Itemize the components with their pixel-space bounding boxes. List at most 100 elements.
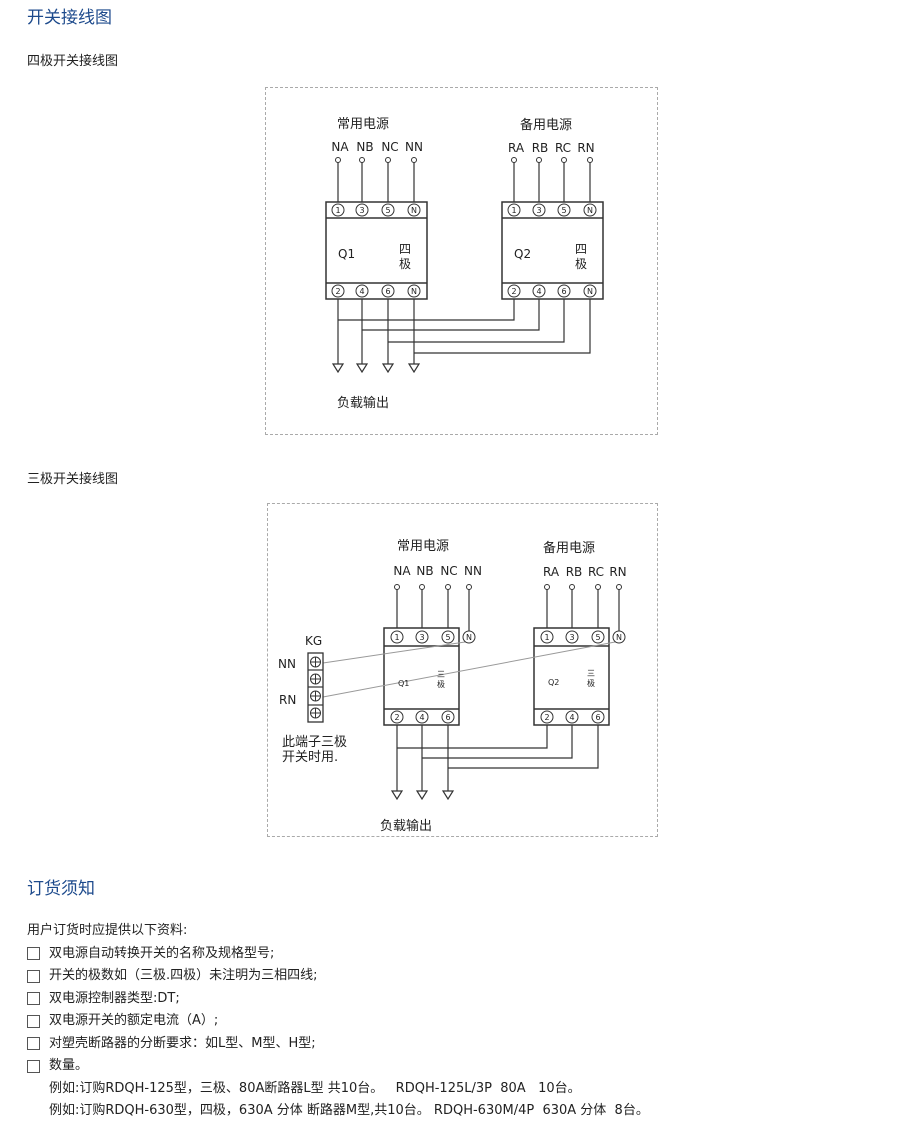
normal-source-label: 常用电源 — [397, 539, 449, 554]
pole-label: 四 — [399, 242, 411, 256]
four-pole-title: 四极开关接线图 — [27, 54, 119, 69]
checkbox[interactable] — [27, 1014, 40, 1028]
example-line: 例如:订购RDQH-125型，三极、80A断路器L型 共10台。 RDQH-12… — [49, 1080, 581, 1096]
phase-label: RN — [577, 141, 594, 155]
terminal-number: 2 — [394, 713, 399, 722]
checkbox[interactable] — [27, 947, 40, 961]
pole-label: 极 — [399, 257, 411, 271]
list-item-text: 双电源开关的额定电流（A）; — [49, 1013, 219, 1028]
phase-label: NB — [356, 140, 373, 154]
backup-source-label: 备用电源 — [520, 117, 572, 133]
terminal-note: 开关时用. — [282, 750, 338, 765]
section-title-wiring: 开关接线图 — [27, 8, 112, 28]
phase-label: NC — [440, 564, 457, 578]
terminal-number: 1 — [335, 206, 340, 215]
terminal-number: N — [411, 206, 417, 215]
phase-label: RB — [566, 565, 583, 579]
terminal-number: 6 — [385, 287, 390, 296]
list-item: 对塑壳断路器的分断要求：如L型、M型、H型; — [27, 1033, 649, 1056]
terminal-number: 1 — [511, 206, 516, 215]
checkbox[interactable] — [27, 992, 40, 1006]
three-pole-title: 三极开关接线图 — [27, 472, 119, 487]
terminal-number: 3 — [419, 633, 424, 642]
list-item: 双电源控制器类型:DT; — [27, 988, 649, 1011]
checkbox[interactable] — [27, 1059, 40, 1073]
phase-label: RA — [543, 565, 560, 579]
q1-label: Q1 — [398, 679, 409, 688]
pole-label: 三 — [587, 669, 595, 678]
q1-label: Q1 — [338, 247, 355, 261]
load-output-label: 负载输出 — [337, 395, 389, 411]
phase-label: NN — [464, 564, 482, 578]
terminal-number: 5 — [561, 206, 566, 215]
pole-label: 三 — [437, 670, 445, 679]
terminal-number: 2 — [335, 287, 340, 296]
terminal-number: 4 — [536, 287, 541, 296]
rn-label: RN — [279, 693, 296, 707]
four-pole-wires — [325, 157, 604, 374]
terminal-number: N — [411, 287, 417, 296]
q2-label: Q2 — [514, 247, 531, 261]
three-pole-diagram-frame — [267, 503, 658, 837]
terminal-number: N — [616, 633, 622, 642]
terminal-number: 4 — [569, 713, 574, 722]
three-pole-labels: 常用电源 备用电源 NA NB NC NN RA RB RC RN 1 3 5 … — [278, 539, 627, 834]
terminal-number: 5 — [595, 633, 600, 642]
list-item-text: 开关的极数如（三极.四极）未注明为三相四线; — [49, 968, 318, 983]
ordering-intro: 用户订货时应提供以下资料: — [27, 923, 188, 938]
checkbox[interactable] — [27, 1037, 40, 1051]
q2-label: Q2 — [548, 678, 559, 687]
phase-label: NA — [393, 564, 411, 578]
terminal-number: N — [587, 287, 593, 296]
phase-label: RA — [508, 141, 525, 155]
phase-label: NC — [381, 140, 398, 154]
example-line: 例如:订购RDQH-630型，四极，630A 分体 断路器M型,共10台。 RD… — [49, 1103, 649, 1118]
list-item-text: 双电源自动转换开关的名称及规格型号; — [49, 945, 275, 961]
four-pole-labels: 常用电源 备用电源 NA NB NC NN RA RB RC RN 1 3 5 … — [331, 117, 594, 411]
load-output-label: 负载输出 — [380, 818, 432, 834]
terminal-number: N — [587, 206, 593, 215]
pole-label: 极 — [575, 257, 587, 271]
terminal-number: 6 — [595, 713, 600, 722]
list-item: 双电源自动转换开关的名称及规格型号; — [27, 943, 649, 966]
phase-label: RB — [532, 141, 549, 155]
list-item-text: 双电源控制器类型:DT; — [49, 990, 180, 1006]
list-item: 数量。 — [27, 1055, 649, 1078]
ordering-list: 用户订货时应提供以下资料: 双电源自动转换开关的名称及规格型号; 开关的极数如（… — [27, 920, 649, 1123]
three-pole-wires — [307, 584, 626, 801]
terminal-number: 6 — [561, 287, 566, 296]
terminal-number: 4 — [419, 713, 424, 722]
terminal-number: 1 — [394, 633, 399, 642]
phase-label: NN — [405, 140, 423, 154]
backup-source-label: 备用电源 — [543, 540, 595, 556]
normal-source-label: 常用电源 — [337, 117, 389, 132]
terminal-number: 5 — [385, 206, 390, 215]
phase-label: RC — [588, 565, 604, 579]
checkbox[interactable] — [27, 969, 40, 983]
list-item: 开关的极数如（三极.四极）未注明为三相四线; — [27, 965, 649, 988]
terminal-number: N — [466, 633, 472, 642]
kg-label: KG — [305, 634, 322, 648]
terminal-number: 1 — [544, 633, 549, 642]
terminal-number: 3 — [536, 206, 541, 215]
pole-label: 极 — [587, 678, 595, 688]
pole-label: 四 — [575, 242, 587, 256]
terminal-number: 2 — [544, 713, 549, 722]
phase-label: NA — [331, 140, 349, 154]
terminal-note: 此端子三极 — [282, 735, 347, 750]
pole-label: 极 — [437, 679, 445, 689]
terminal-number: 6 — [445, 713, 450, 722]
nn-label: NN — [278, 657, 296, 671]
list-item: 双电源开关的额定电流（A）; — [27, 1010, 649, 1033]
phase-label: RC — [555, 141, 571, 155]
terminal-number: 4 — [359, 287, 364, 296]
terminal-number: 5 — [445, 633, 450, 642]
list-item-text: 对塑壳断路器的分断要求：如L型、M型、H型; — [49, 1035, 316, 1051]
four-pole-diagram-frame — [265, 87, 658, 435]
phase-label: RN — [609, 565, 626, 579]
ordering-title: 订货须知 — [27, 879, 95, 899]
phase-label: NB — [416, 564, 433, 578]
terminal-number: 2 — [511, 287, 516, 296]
terminal-number: 3 — [359, 206, 364, 215]
